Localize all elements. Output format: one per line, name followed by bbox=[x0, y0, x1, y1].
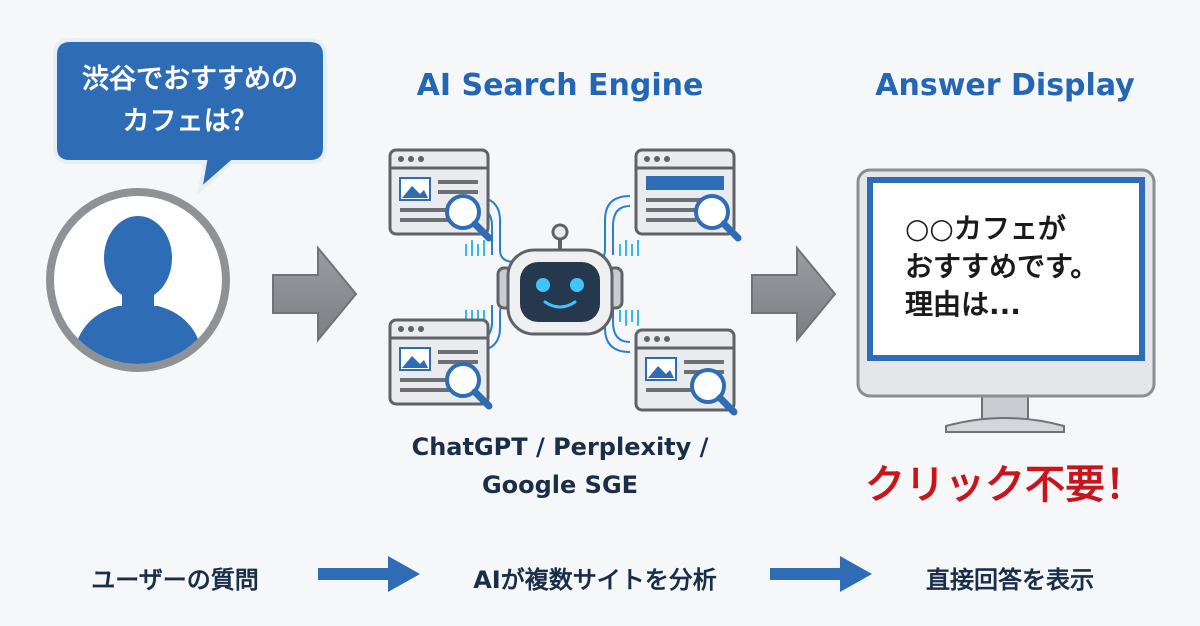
flow-step-question: ユーザーの質問 bbox=[91, 566, 259, 594]
magnifier-icon bbox=[694, 194, 742, 242]
arrow-right-icon bbox=[751, 245, 837, 343]
robot-icon bbox=[496, 223, 624, 336]
speech-bubble bbox=[53, 38, 327, 196]
answer-text: ○○カフェが おすすめです。 理由は... bbox=[905, 212, 1099, 321]
display-title: Answer Display bbox=[875, 68, 1135, 103]
engine-names: ChatGPT / Perplexity / Google SGE bbox=[411, 433, 709, 499]
flow-step-analyze: AIが複数サイトを分析 bbox=[473, 566, 717, 594]
flow-arrow-icon bbox=[318, 556, 420, 592]
user-icon bbox=[46, 188, 230, 372]
flow-arrow-icon bbox=[770, 556, 872, 592]
monitor-icon bbox=[856, 168, 1156, 433]
magnifier-icon bbox=[445, 362, 493, 410]
user-question-text: 渋谷でおすすめの カフェは？ bbox=[82, 64, 298, 137]
engine-title: AI Search Engine bbox=[416, 68, 704, 103]
flow-step-answer: 直接回答を表示 bbox=[926, 566, 1094, 594]
no-click-callout: クリック不要！ bbox=[865, 462, 1145, 508]
magnifier-icon bbox=[690, 368, 738, 416]
magnifier-icon bbox=[445, 194, 493, 242]
arrow-right-icon bbox=[272, 245, 358, 343]
